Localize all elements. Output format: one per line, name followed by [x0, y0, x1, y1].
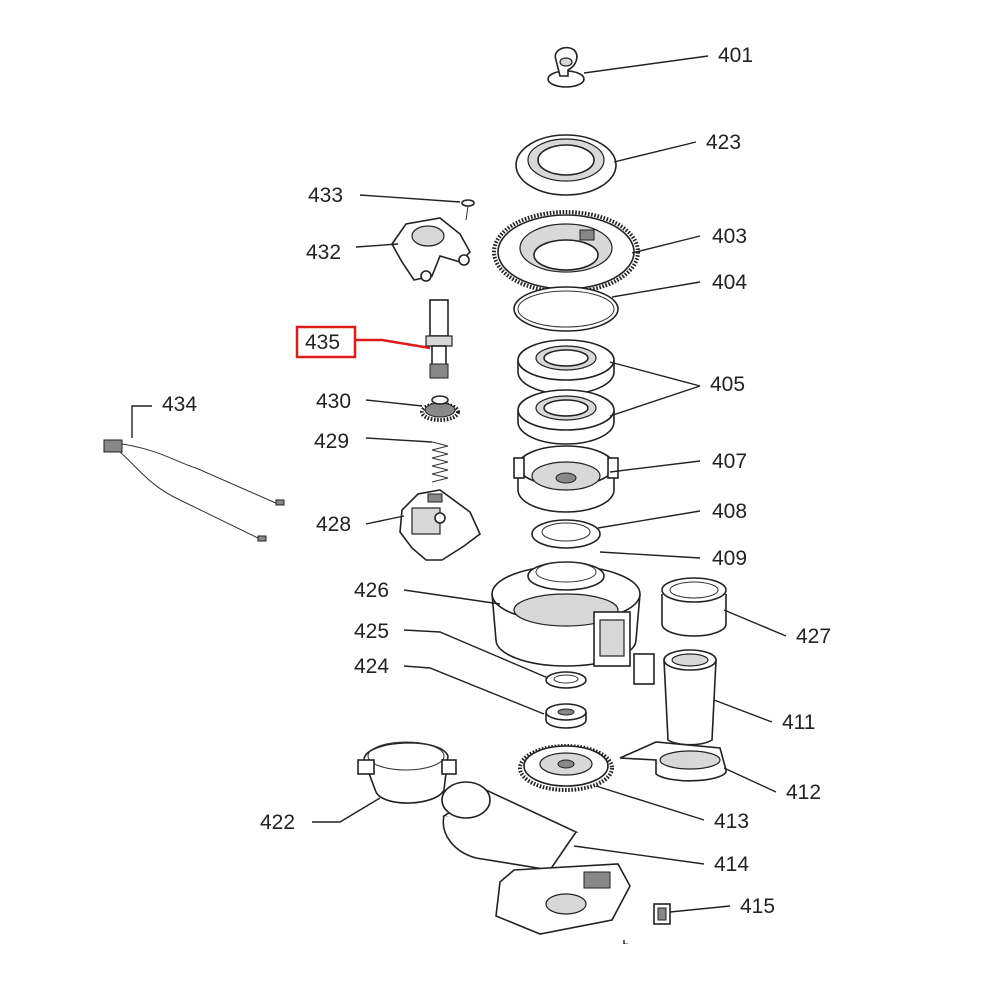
- leader-429: [365, 437, 433, 443]
- leader-424: [403, 665, 545, 715]
- leader-423: [613, 141, 697, 163]
- part-404[interactable]: [513, 286, 619, 332]
- label-430[interactable]: 430: [316, 390, 351, 413]
- leader-409: [599, 551, 701, 559]
- leader-405a: [609, 361, 701, 387]
- leader-412: [723, 767, 777, 793]
- part-408[interactable]: [531, 519, 601, 549]
- label-433[interactable]: 433: [308, 184, 343, 207]
- label-401[interactable]: 401: [718, 44, 753, 67]
- part-428[interactable]: [399, 489, 481, 561]
- part-426[interactable]: [491, 561, 641, 667]
- highlight-box-435: [295, 325, 357, 359]
- leader-411: [713, 699, 773, 723]
- leader-425: [403, 629, 549, 679]
- part-407[interactable]: [513, 445, 619, 513]
- leader-401: [583, 55, 709, 74]
- leader-422: [312, 797, 381, 823]
- label-429[interactable]: 429: [314, 430, 349, 453]
- part-415[interactable]: [653, 903, 671, 925]
- part-434[interactable]: [103, 405, 285, 542]
- label-428[interactable]: 428: [316, 513, 351, 536]
- part-432[interactable]: [391, 217, 471, 282]
- label-414[interactable]: 414: [714, 853, 749, 876]
- label-427[interactable]: 427: [796, 625, 831, 648]
- leader-428: [365, 515, 405, 525]
- part-422[interactable]: [357, 741, 457, 804]
- leader-433: [359, 194, 461, 203]
- part-401[interactable]: [547, 46, 585, 88]
- leader-413: [595, 785, 705, 821]
- part-427[interactable]: [661, 577, 727, 637]
- label-411[interactable]: 411: [782, 711, 815, 734]
- label-407[interactable]: 407: [712, 450, 747, 473]
- label-405[interactable]: 405: [710, 373, 745, 396]
- leader-407: [609, 460, 701, 473]
- leader-405b: [609, 385, 701, 417]
- part-429[interactable]: [431, 441, 449, 483]
- part-425[interactable]: [545, 671, 587, 689]
- leader-426: [403, 589, 501, 605]
- label-422[interactable]: 422: [260, 811, 295, 834]
- label-413[interactable]: 413: [714, 810, 749, 833]
- part-430[interactable]: [420, 395, 460, 422]
- part-414[interactable]: [441, 781, 631, 935]
- label-408[interactable]: 408: [712, 500, 747, 523]
- part-424[interactable]: [545, 703, 587, 729]
- label-415[interactable]: 415: [740, 895, 775, 918]
- label-423[interactable]: 423: [706, 131, 741, 154]
- part-433[interactable]: [461, 199, 475, 221]
- part-403[interactable]: [492, 210, 640, 294]
- label-424[interactable]: 424: [354, 655, 389, 678]
- label-435[interactable]: 435: [305, 331, 340, 354]
- label-426[interactable]: 426: [354, 579, 389, 602]
- label-412[interactable]: 412: [786, 781, 821, 804]
- label-404[interactable]: 404: [712, 271, 747, 294]
- part-405-lower[interactable]: [517, 389, 615, 445]
- leader-404: [611, 281, 701, 298]
- crop-mask-small: [410, 944, 470, 956]
- label-432[interactable]: 432: [306, 241, 341, 264]
- leader-408: [597, 510, 701, 529]
- label-409[interactable]: 409: [712, 547, 747, 570]
- part-435[interactable]: [425, 299, 453, 379]
- part-423[interactable]: [515, 134, 617, 196]
- bottom-crop-mask: [0, 944, 1000, 1000]
- label-425[interactable]: 425: [354, 620, 389, 643]
- leader-403: [631, 235, 701, 254]
- leader-414: [573, 845, 705, 865]
- label-403[interactable]: 403: [712, 225, 747, 248]
- highlight-leader-435: [355, 338, 431, 350]
- label-434[interactable]: 434: [162, 393, 197, 416]
- part-405-upper[interactable]: [517, 339, 615, 395]
- leader-415: [669, 905, 731, 913]
- part-413[interactable]: [518, 744, 614, 792]
- leader-432: [355, 243, 399, 248]
- leader-430: [365, 399, 423, 407]
- part-411[interactable]: [633, 649, 717, 746]
- leader-427: [723, 609, 787, 637]
- part-412[interactable]: [619, 741, 727, 782]
